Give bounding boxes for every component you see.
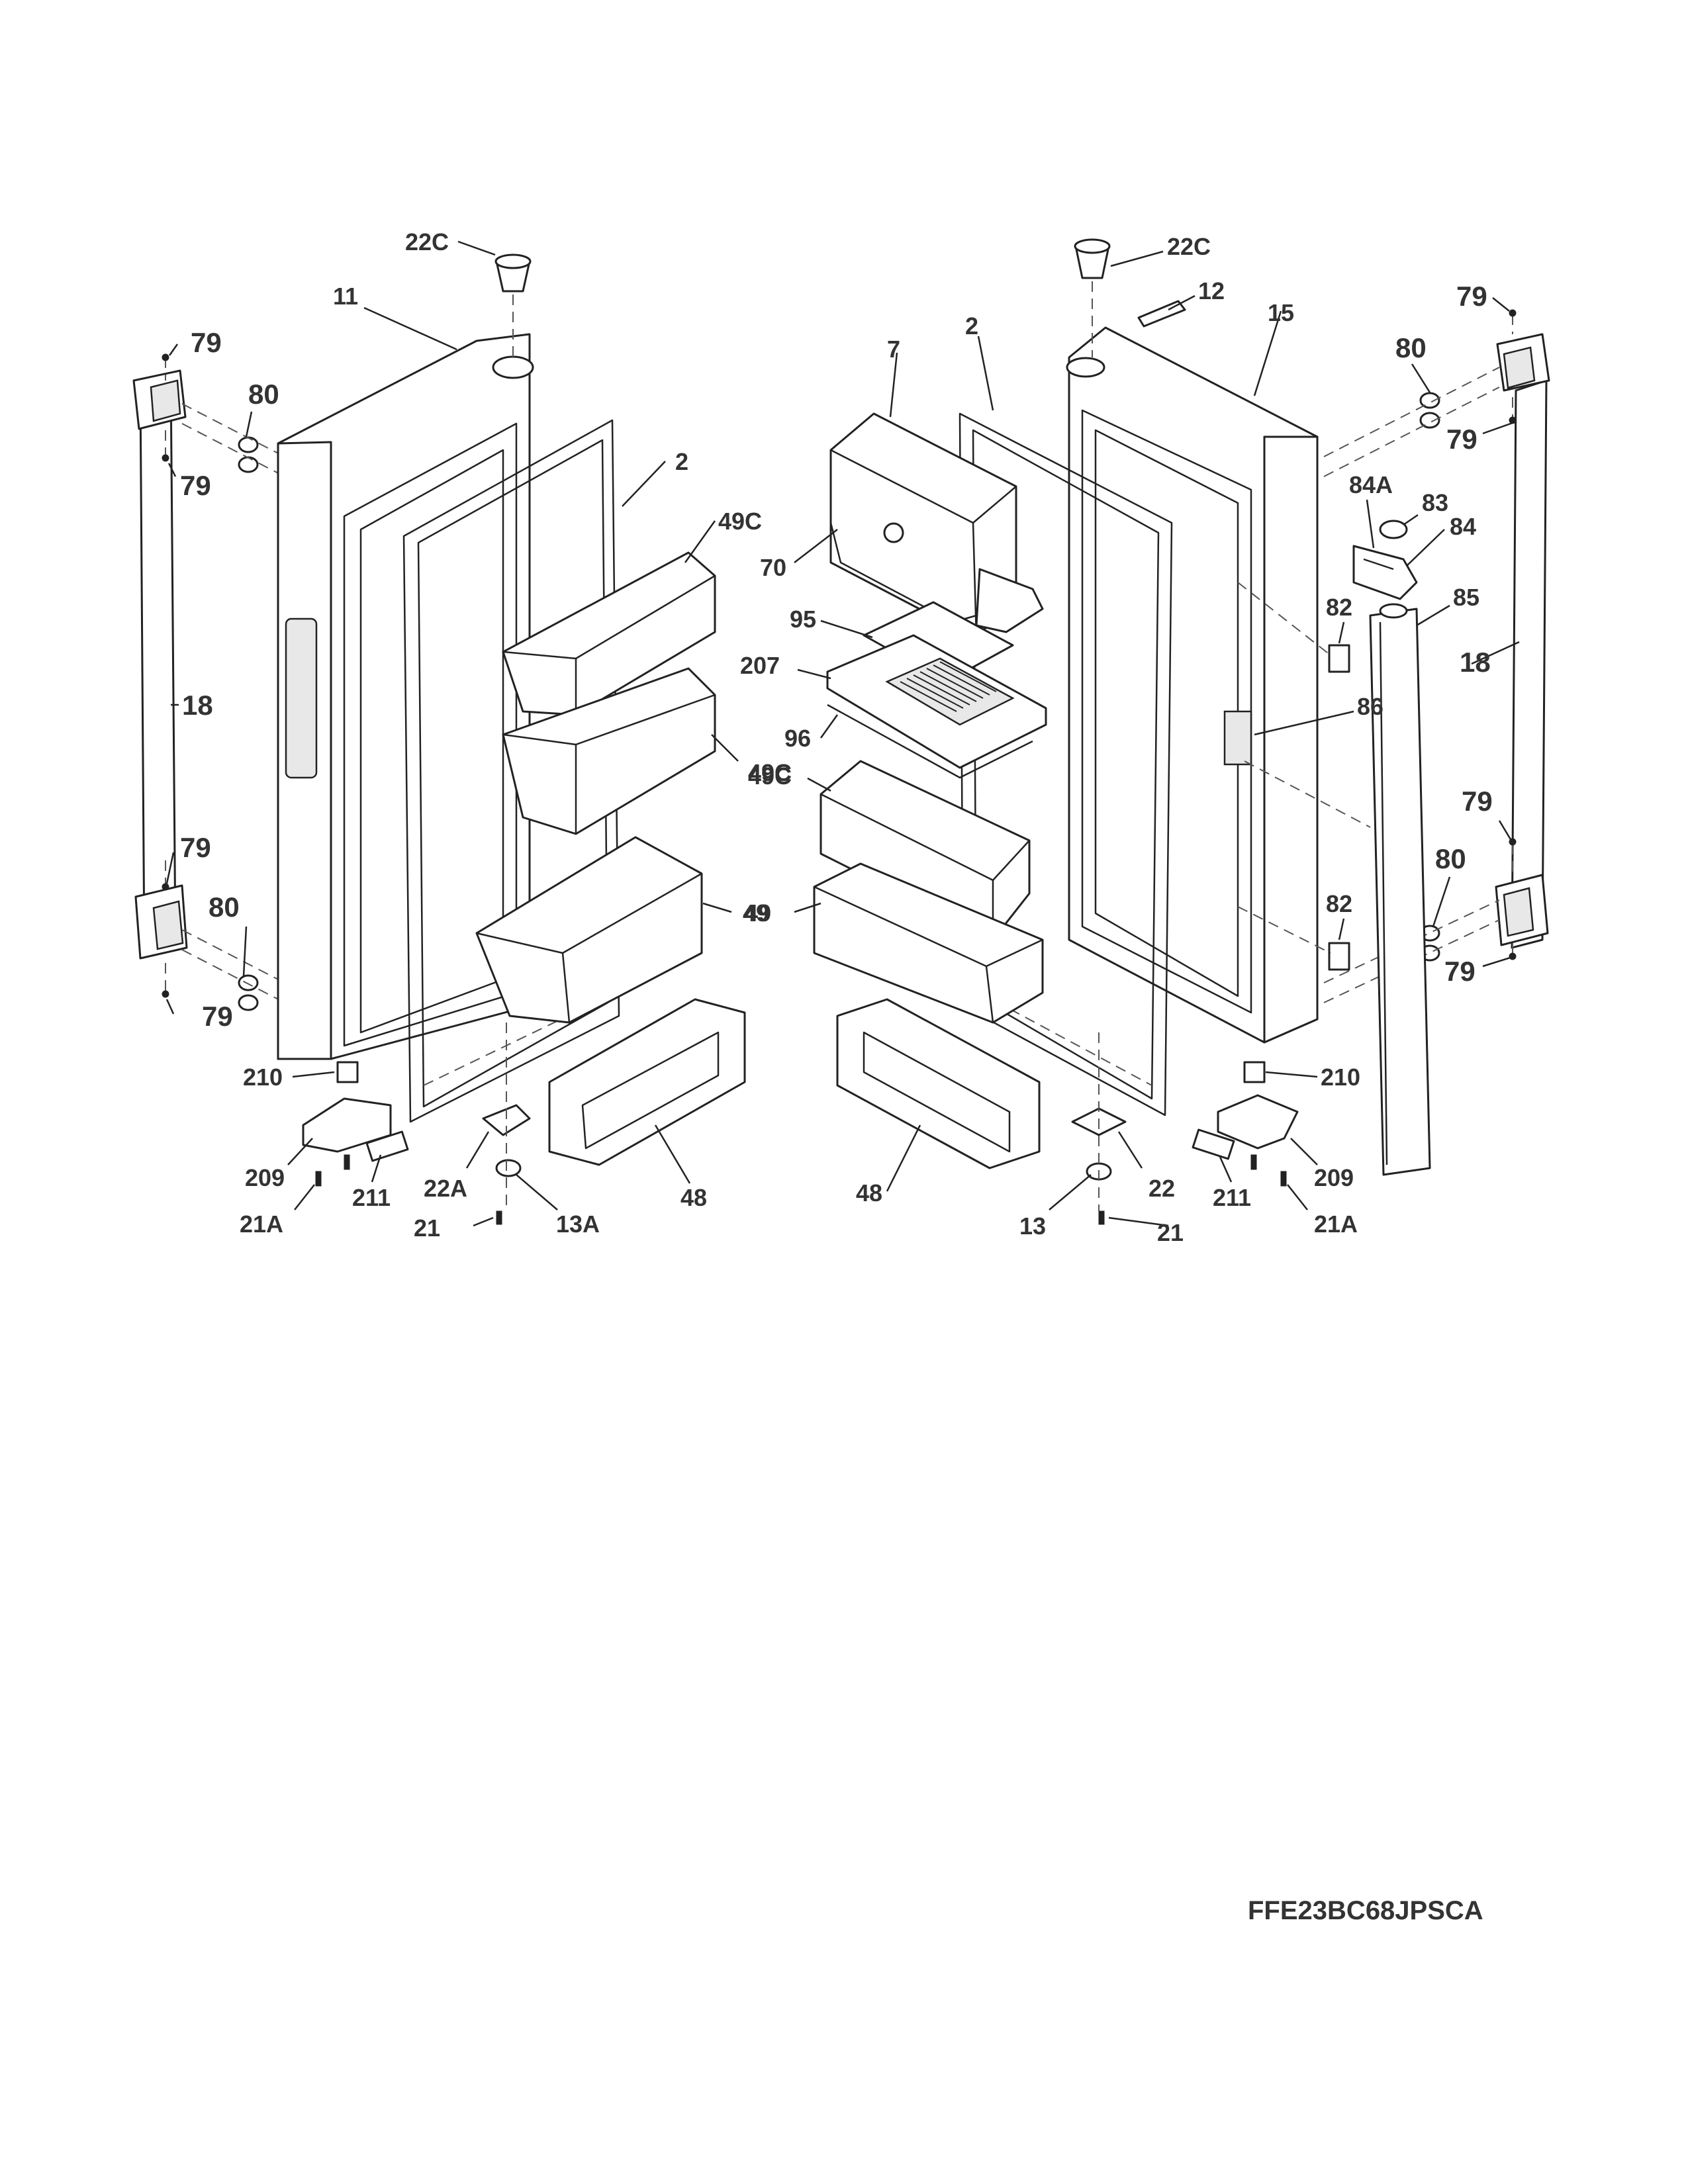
left-door-bin-upper [502,551,716,716]
callout-82: 82 [1326,890,1352,917]
callout-2-left: 2 [675,448,688,475]
callout-210-left: 210 [243,1064,283,1091]
callout-49C-right: 49C [748,759,792,786]
drip-tray-207 [826,634,1047,769]
callout-84A: 84A [1349,471,1393,498]
callout-95: 95 [790,606,816,633]
callout-80: 80 [248,379,279,410]
callout-79: 79 [1446,424,1477,455]
callout-22C-left: 22C [405,228,449,255]
callout-79: 79 [191,327,222,358]
callout-211-right: 211 [1213,1184,1251,1211]
callout-82: 82 [1326,594,1352,621]
drip-tray-base-96 [827,704,1033,779]
right-door-bin-upper [820,760,1031,941]
right-hinge-hardware [1071,1032,1299,1225]
callout-79: 79 [1444,956,1476,987]
callout-49-right: 49 [743,899,769,927]
leader-lines [165,240,1520,1227]
right-door-shelf-lower [836,998,1041,1169]
left-handle-studs [181,403,285,1011]
callout-22C-right: 22C [1167,233,1211,260]
callout-22: 22 [1149,1175,1175,1202]
callout-80: 80 [1395,332,1427,363]
callout-96: 96 [784,725,811,752]
callout-49C: 49C [748,762,792,790]
callout-86: 86 [1357,693,1383,720]
right-hinge-cover-85 [1369,603,1431,1176]
callout-70: 70 [760,554,786,581]
right-top-hinge-pin [1074,238,1186,357]
callout-21A-right: 21A [1314,1210,1358,1238]
callout-79: 79 [180,470,211,501]
callout-207: 207 [740,652,780,679]
callout-84: 84 [1450,513,1476,540]
callout-12: 12 [1198,277,1225,304]
callout-22A: 22A [424,1175,467,1202]
door-stops-82 [1237,582,1371,971]
callout-79: 79 [180,832,211,863]
ice-dispenser-housing [829,412,1044,640]
left-door-shelf-lower [548,998,746,1166]
callout-labels: 22C 11 79 80 79 2 49C 18 49C 79 80 49 79… [180,228,1493,1246]
callout-211-left: 211 [352,1184,391,1211]
callout-18-left: 18 [182,690,213,721]
hinge-plug-83 [1379,520,1408,539]
right-door-bin-large [813,862,1044,1024]
callout-11: 11 [333,283,358,310]
callout-13: 13 [1019,1212,1046,1240]
top-hinge-cover-84 [1352,545,1418,600]
callout-80: 80 [209,891,240,923]
left-dashed-guides [162,353,169,998]
left-door-bin-middle [502,667,716,835]
left-hinge-hardware [302,1023,531,1225]
callout-79: 79 [1456,281,1487,312]
left-door-bin-large [475,836,703,1024]
callout-209-right: 209 [1314,1164,1354,1191]
callout-79: 79 [202,1001,233,1032]
callout-7: 7 [887,336,900,363]
callout-21-right: 21 [1157,1219,1184,1246]
callout-80: 80 [1435,843,1466,874]
model-number: FFE23BC68JPSCA [1248,1896,1483,1925]
left-door-handle [132,369,188,960]
callout-15: 15 [1268,299,1294,326]
callout-18-right: 18 [1460,647,1491,678]
callout-21-left: 21 [414,1214,440,1242]
callout-49C: 49C [718,508,762,535]
right-door-handle [1495,333,1550,949]
callout-79: 79 [1462,786,1493,817]
left-top-hinge-pin [494,253,532,357]
callout-85: 85 [1453,584,1479,611]
callout-21A-left: 21A [240,1210,283,1238]
callout-48-left: 48 [680,1184,707,1211]
callout-49-left: 49 [745,899,771,927]
callout-210-right: 210 [1321,1064,1360,1091]
callout-48-right: 48 [856,1179,882,1206]
drip-tray-grille [900,661,997,712]
callout-209-left: 209 [245,1164,285,1191]
callout-13A: 13A [556,1210,600,1238]
callout-83: 83 [1422,489,1448,516]
right-door-panel [1066,326,1319,1044]
callout-2-right: 2 [965,312,978,340]
